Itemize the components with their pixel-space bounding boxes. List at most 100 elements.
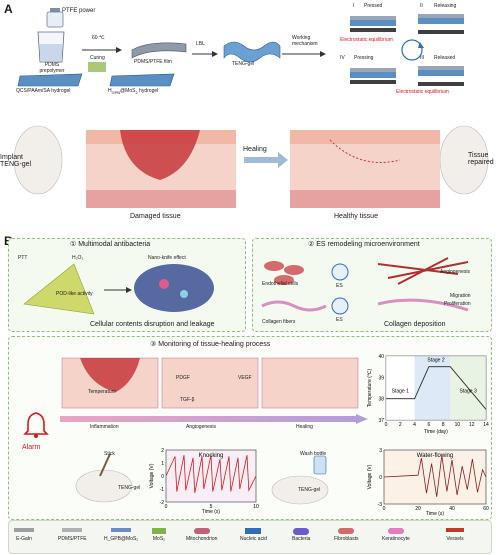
lbl-label: LBL	[196, 41, 205, 47]
x-tick-label: 0	[385, 422, 388, 428]
collagen-deposition-label: Collagen deposition	[384, 321, 446, 328]
hgpb-hydrogel-label: HGPB@MoS2 hydrogel	[108, 88, 159, 95]
mos2-cluster-icon	[88, 62, 106, 72]
tissue-repaired-label: Tissue repaired	[468, 152, 494, 166]
state-iv-num: IV	[340, 55, 345, 61]
healing-label: Healing	[243, 146, 267, 153]
y-tick-label: 0	[161, 474, 164, 480]
x-tick-label: 12	[469, 422, 475, 428]
alarm-label: Alarm	[22, 444, 41, 451]
tgf-label: TGF-β	[180, 397, 195, 403]
implant-label: Implant TENG-gel	[0, 154, 32, 168]
stage-inflammation: Inflammation	[90, 424, 119, 430]
teng-gel-label-2: TENG-gel	[298, 487, 321, 493]
legend-vessels: Vessels	[446, 528, 464, 542]
series-line	[383, 455, 487, 497]
stage-healing: Healing	[296, 424, 313, 430]
damaged-tissue-label: Damaged tissue	[130, 213, 181, 220]
x-tick-label: 10	[455, 422, 461, 428]
mechanism-arrow-icon	[282, 51, 326, 57]
x-axis-label: Time (s)	[202, 509, 220, 514]
wash-bottle-label: Wash bottle	[300, 451, 327, 457]
state-iv-label: Pressing	[354, 55, 374, 61]
state-i-device	[350, 16, 396, 32]
stage-angiogenesis: Angiogenesis	[186, 424, 217, 430]
sec1-title: ① Multimodal antibacteria	[70, 241, 151, 248]
working-mechanism-label: Working mechanism	[292, 35, 318, 47]
lbl-arrow-icon	[192, 51, 218, 57]
teng-gel-label: TENG-gel	[232, 61, 255, 67]
healthy-tissue-label: Healthy tissue	[334, 213, 378, 220]
alarm-bell-icon	[23, 412, 49, 438]
temperature-label: Temperature	[88, 389, 117, 395]
y-tick-label: 39	[378, 375, 384, 381]
y-axis-label: Voltage (V)	[367, 464, 373, 489]
state-i-num: I	[353, 3, 355, 9]
y-tick-label: 2	[161, 448, 164, 454]
cycle-arrows-icon	[401, 39, 424, 61]
y-tick-label: 37	[378, 418, 384, 424]
y-tick-label: -2	[160, 500, 165, 506]
y-tick-label: 40	[378, 354, 384, 360]
pdms-prepolymer-label: PDMS prepolymer	[39, 62, 65, 74]
teng-gel-icon	[223, 41, 281, 62]
x-axis-label: Time (s)	[426, 511, 444, 516]
x-tick-label: 8	[442, 422, 445, 428]
es-label-2: ES	[336, 317, 343, 323]
y-tick-label: -1	[160, 487, 165, 493]
series-line	[165, 455, 257, 493]
pdgf-label: PDGF	[176, 375, 190, 381]
y-tick-label: 3	[379, 448, 382, 454]
x-tick-label: 60	[483, 506, 489, 512]
y-axis-label: Temperature (℃)	[367, 368, 373, 407]
legend-egain: E-GaIn	[14, 528, 34, 542]
x-tick-label: 5	[210, 504, 213, 510]
state-ii-num: II	[420, 3, 423, 9]
electrostatic-label-1: Electrostatic equilibrium	[340, 37, 393, 43]
legend-pdms-ptfe: PDMS/PTFE	[58, 528, 87, 542]
x-tick-label: 2	[399, 422, 402, 428]
state-ii-device	[418, 14, 464, 34]
qcs-hydrogel-label: QCS/PAAm/SA hydrogel	[16, 88, 71, 94]
x-tick-label: 4	[413, 422, 416, 428]
stage-label: Stage 2	[427, 357, 444, 363]
stage-band	[386, 356, 415, 420]
y-tick-label: 38	[378, 397, 384, 403]
pod-label: POD-like activity	[56, 291, 93, 297]
y-tick-label: 1	[161, 461, 164, 467]
mouse-washbottle-icon	[271, 455, 329, 505]
ptfe-bottle-icon	[46, 8, 64, 28]
nano-knife-label: Nano-knife effect	[148, 255, 186, 261]
stick-label: Stick	[104, 451, 115, 457]
es-label-1: ES	[336, 283, 343, 289]
state-iii-num: III	[420, 55, 425, 61]
x-tick-label: 40	[449, 506, 455, 512]
stage-label: Stage 1	[392, 388, 409, 394]
sec2-title: ② ES remodeling microenvironment	[308, 241, 420, 248]
ptfe-power-label: PTFE power	[62, 8, 96, 14]
curing-arrow-icon	[82, 47, 122, 53]
teng-gel-label-1: TENG-gel	[118, 485, 141, 491]
endothelial-label: Endothelial cells	[262, 281, 299, 287]
pdms-ptfe-film-icon	[131, 42, 187, 59]
x-axis-label: Time (day)	[424, 429, 448, 434]
timeline-arrow	[60, 414, 368, 424]
hgpb-hydrogel-icon	[109, 73, 175, 87]
antibacteria-graphic	[23, 263, 214, 315]
panel-a-letter: A	[4, 2, 13, 16]
curing-label: Curing	[90, 55, 105, 61]
x-tick-label: 0	[165, 504, 168, 510]
temp-label: 60 ℃	[92, 35, 105, 41]
proliferation-label: Proliferation	[444, 301, 471, 307]
migration-label: Migration	[450, 293, 471, 299]
x-tick-label: 20	[415, 506, 421, 512]
collagen-fibers-label: Collagen fibers	[262, 319, 296, 325]
tissue-scene	[13, 125, 489, 208]
h2o2-label: H₂O₂	[72, 255, 84, 261]
mouse-stick-icon	[75, 453, 133, 503]
legend-nucleic-acid: Nucleic acid	[240, 528, 267, 542]
panel-a: A PTFE power PDMS prepolymer 60 ℃ Curing…	[0, 0, 500, 228]
legend-hgpb: H_GPB@MoS₂	[104, 528, 138, 542]
